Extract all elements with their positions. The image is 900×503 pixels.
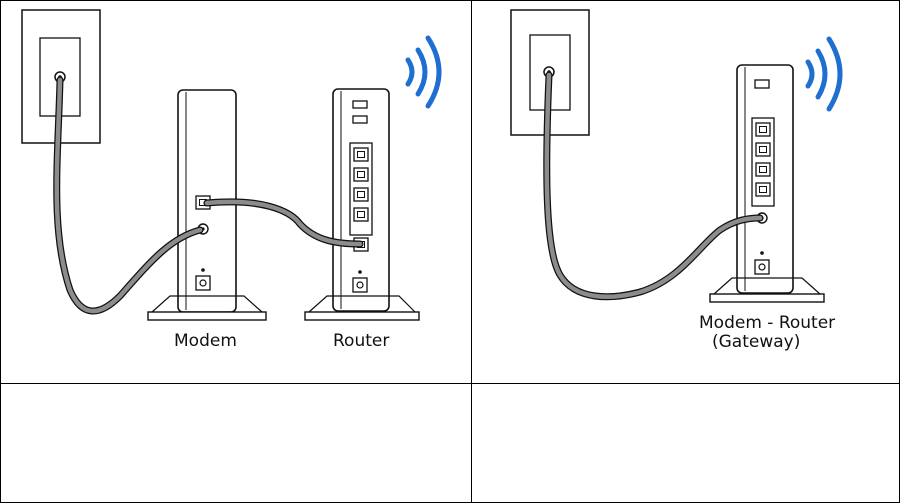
wifi-signal-icon <box>808 39 840 109</box>
usb-port-icon <box>755 80 769 88</box>
router-device <box>305 89 419 320</box>
wifi-signal-icon <box>408 38 439 106</box>
modem-label: Modem <box>174 331 237 351</box>
gateway-label-line2: (Gateway) <box>712 332 800 352</box>
gateway-device <box>710 65 824 302</box>
router-label: Router <box>333 331 389 351</box>
gateway-label-line1: Modem - Router <box>699 313 835 333</box>
